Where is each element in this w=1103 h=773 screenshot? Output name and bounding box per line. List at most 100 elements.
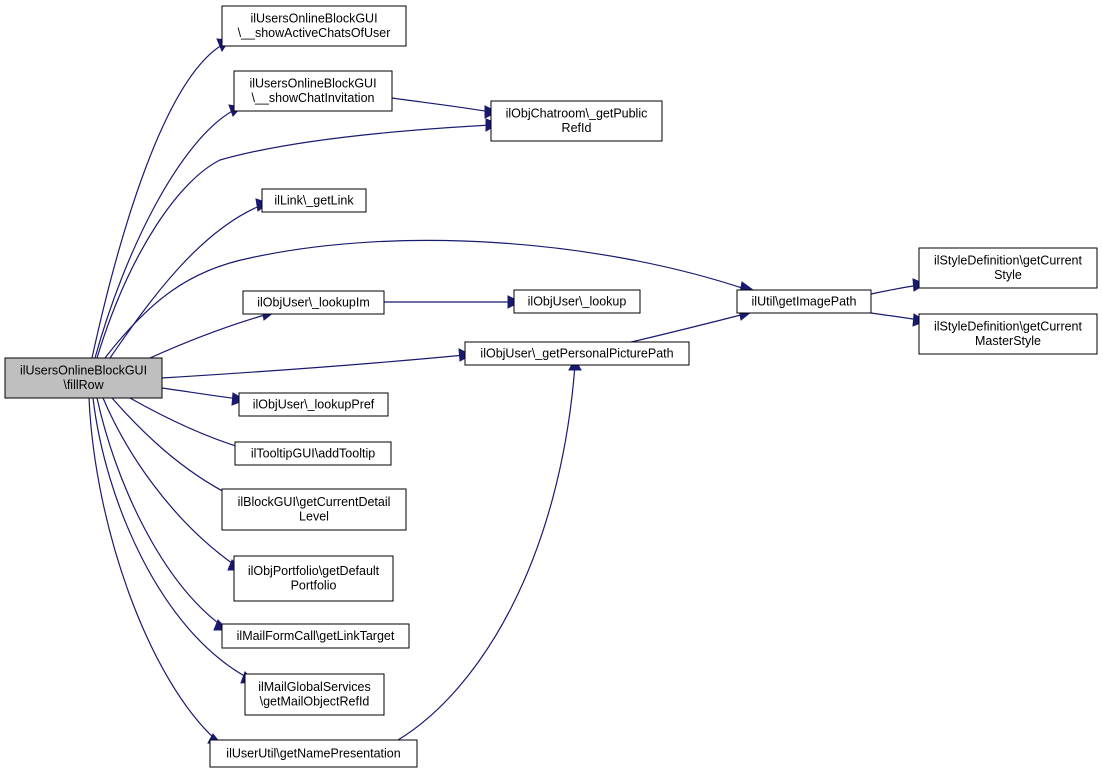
node-box[interactable]: [238, 392, 389, 417]
edge-line: [870, 312, 920, 321]
node-label: ilObjUser\_lookup: [528, 294, 627, 308]
node-box[interactable]: [242, 290, 385, 315]
edge-line: [391, 97, 492, 113]
node-box[interactable]: [918, 247, 1098, 289]
node-label: Portfolio: [291, 579, 337, 593]
edge-line: [92, 397, 249, 679]
edge-line: [96, 397, 223, 627]
node-box[interactable]: [918, 313, 1098, 355]
node-label: ilStyleDefinition\getCurrent: [934, 320, 1083, 334]
node-getLinkTarget[interactable]: ilMailFormCall\getLinkTarget: [221, 623, 410, 649]
node-box[interactable]: [261, 188, 367, 213]
node-getLink[interactable]: ilLink\_getLink: [261, 188, 367, 213]
node-label: ilUsersOnlineBlockGUI: [249, 77, 376, 91]
edge-line: [104, 239, 749, 359]
node-label: ilUsersOnlineBlockGUI: [20, 364, 147, 378]
node-fillRow[interactable]: ilUsersOnlineBlockGUI\fillRow: [4, 357, 163, 399]
edge-fillRow-to-showChatInvitation: [94, 104, 242, 359]
edge-fillRow-to-getPublicRefId: [96, 118, 500, 359]
node-box[interactable]: [490, 100, 663, 142]
node-box[interactable]: [244, 673, 385, 716]
node-box[interactable]: [233, 70, 393, 112]
node-label: ilMailFormCall\getLinkTarget: [237, 629, 395, 643]
edge-fillRow-to-getCurrentDetailLevel: [111, 397, 240, 502]
edge-fillRow-to-getLinkTarget: [96, 397, 229, 631]
edge-line: [96, 124, 492, 359]
edge-fillRow-to-getNamePresentation: [88, 397, 223, 745]
edge-line: [94, 109, 235, 359]
node-box[interactable]: [221, 488, 407, 531]
edge-line: [109, 204, 263, 359]
edge-line: [161, 387, 240, 400]
node-label: Level: [299, 510, 329, 524]
node-label: \fillRow: [63, 378, 104, 392]
node-label: ilObjChatroom\_getPublic: [506, 107, 648, 121]
edge-fillRow-to-lookupIm: [149, 308, 276, 359]
node-lookupIm[interactable]: ilObjUser\_lookupIm: [242, 290, 385, 315]
node-label: RefId: [562, 121, 592, 135]
node-label: ilObjUser\_lookupIm: [257, 295, 370, 309]
node-getPersonalPicturePath[interactable]: ilObjUser\_getPersonalPicturePath: [464, 341, 690, 366]
edge-fillRow-to-getLink: [109, 198, 270, 359]
node-label: MasterStyle: [975, 334, 1041, 348]
node-box[interactable]: [209, 739, 418, 768]
node-showActiveChats[interactable]: ilUsersOnlineBlockGUI\__showActiveChatsO…: [221, 5, 407, 47]
node-lookupPref[interactable]: ilObjUser\_lookupPref: [238, 392, 389, 417]
edge-getPersonalPicturePath-to-getImagePath: [630, 308, 753, 343]
node-addTooltip[interactable]: ilTooltipGUI\addTooltip: [234, 441, 392, 466]
node-label: Style: [994, 268, 1022, 282]
edge-line: [88, 397, 217, 741]
edge-getNamePresentation-to-getPersonalPicturePath: [397, 357, 582, 741]
edge-fillRow-to-getImagePath: [104, 239, 755, 359]
node-label: ilLink\_getLink: [274, 193, 354, 207]
node-lookup[interactable]: ilObjUser\_lookup: [513, 289, 641, 314]
edge-fillRow-to-getPersonalPicturePath: [161, 348, 473, 379]
node-box[interactable]: [464, 341, 690, 366]
nodes-layer: ilUsersOnlineBlockGUI\fillRowilUsersOnli…: [4, 5, 1098, 768]
edge-line: [397, 364, 576, 741]
edge-fillRow-to-showActiveChats: [91, 38, 230, 359]
edge-fillRow-to-lookupPref: [161, 387, 247, 406]
node-getImagePath[interactable]: ilUtil\getImagePath: [736, 289, 872, 314]
edge-line: [630, 313, 746, 343]
edge-showChatInvitation-to-getPublicRefId: [391, 97, 499, 119]
node-box[interactable]: [221, 5, 407, 47]
edge-line: [149, 313, 269, 359]
node-label: ilObjPortfolio\getDefault: [248, 564, 380, 578]
node-getNamePresentation[interactable]: ilUserUtil\getNamePresentation: [209, 739, 418, 768]
edge-getImagePath-to-getCurrentMasterStyle: [870, 312, 927, 327]
node-label: ilObjUser\_getPersonalPicturePath: [480, 346, 673, 360]
node-showChatInvitation[interactable]: ilUsersOnlineBlockGUI\__showChatInvitati…: [233, 70, 393, 112]
node-box[interactable]: [736, 289, 872, 314]
edge-line: [102, 397, 237, 567]
edges-layer: [88, 38, 927, 745]
node-label: ilStyleDefinition\getCurrent: [934, 254, 1083, 268]
edge-line: [91, 44, 223, 359]
node-label: ilBlockGUI\getCurrentDetail: [238, 495, 391, 509]
edge-line: [870, 284, 920, 295]
node-label: ilUsersOnlineBlockGUI: [250, 12, 377, 26]
node-box[interactable]: [234, 441, 392, 466]
edge-fillRow-to-addTooltip: [129, 397, 250, 454]
node-box[interactable]: [233, 555, 394, 602]
node-box[interactable]: [4, 357, 163, 399]
node-label: ilUserUtil\getNamePresentation: [226, 746, 400, 760]
node-label: \__showChatInvitation: [252, 91, 375, 105]
edge-getImagePath-to-getCurrentStyle: [870, 278, 927, 295]
node-box[interactable]: [513, 289, 641, 314]
edge-lookupIm-to-lookup: [384, 295, 522, 309]
edge-line: [111, 397, 233, 497]
node-box[interactable]: [221, 623, 410, 649]
node-label: \__showActiveChatsOfUser: [238, 26, 391, 40]
node-getMailObjectRefId[interactable]: ilMailGlobalServices\getMailObjectRefId: [244, 673, 385, 716]
edge-line: [161, 354, 466, 379]
node-label: ilUtil\getImagePath: [752, 294, 857, 308]
node-label: ilTooltipGUI\addTooltip: [251, 446, 375, 460]
node-label: ilObjUser\_lookupPref: [253, 397, 375, 411]
